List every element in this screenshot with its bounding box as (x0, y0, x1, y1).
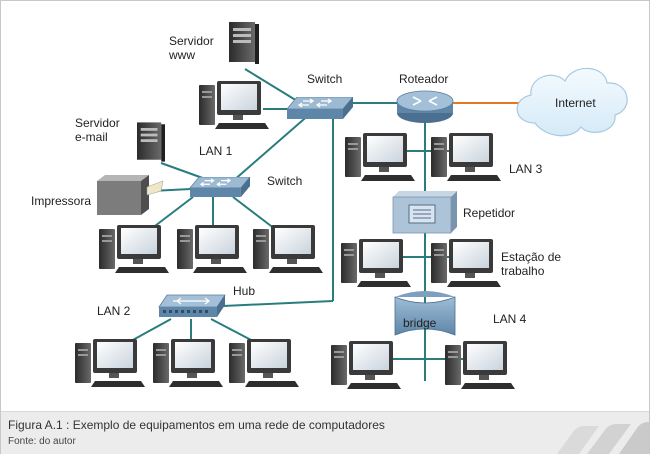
caption-bar: Figura A.1 : Exemplo de equipamentos em … (1, 411, 649, 454)
label-servidor-www: Servidor www (168, 34, 217, 62)
server-email-icon (137, 122, 165, 162)
pc-lan4-top-1 (341, 239, 411, 287)
pc-lan3-1 (345, 133, 415, 181)
printer-icon (97, 175, 164, 215)
pc-lan1-2 (177, 225, 247, 273)
switch-lan1-icon (189, 177, 251, 197)
pc-server-area (199, 81, 269, 129)
pc-lan4-top-2 (431, 239, 501, 287)
label-lan2: LAN 2 (97, 304, 131, 318)
label-roteador: Roteador (399, 72, 448, 86)
pc-lan1-1 (99, 225, 169, 273)
bridge-icon (394, 291, 456, 336)
label-servidor-email: Servidor e-mail (75, 116, 123, 144)
switch-top-icon (287, 97, 353, 119)
label-estacao: Estação de trabalho (501, 250, 564, 278)
router-icon (396, 90, 454, 123)
pc-lan2-1 (75, 339, 145, 387)
label-hub: Hub (233, 284, 255, 298)
server-www-icon (229, 22, 259, 64)
hub-icon (158, 294, 226, 317)
pc-lan3-2 (431, 133, 501, 181)
figure-caption: Figura A.1 : Exemplo de equipamentos em … (8, 418, 385, 432)
pc-lan1-3 (253, 225, 323, 273)
internet-cloud (516, 67, 628, 137)
decorative-stripes-icon (557, 422, 649, 454)
label-switch-lan1: Switch (267, 174, 302, 188)
label-lan3: LAN 3 (509, 162, 543, 176)
pc-lan4-1 (331, 341, 401, 389)
figure-source: Fonte: do autor (8, 436, 76, 447)
pc-lan4-2 (445, 341, 515, 389)
label-lan4: LAN 4 (493, 312, 527, 326)
label-internet: Internet (555, 96, 596, 110)
label-bridge: bridge (403, 316, 437, 330)
label-impressora: Impressora (31, 194, 91, 208)
network-diagram: Servidor www Servidor e-mail Switch Rote… (31, 22, 628, 389)
pc-lan2-2 (153, 339, 223, 387)
pc-lan2-3 (229, 339, 299, 387)
label-switch-top: Switch (307, 72, 342, 86)
repeater-icon (392, 191, 457, 234)
label-lan1: LAN 1 (199, 144, 233, 158)
label-repetidor: Repetidor (463, 206, 515, 220)
